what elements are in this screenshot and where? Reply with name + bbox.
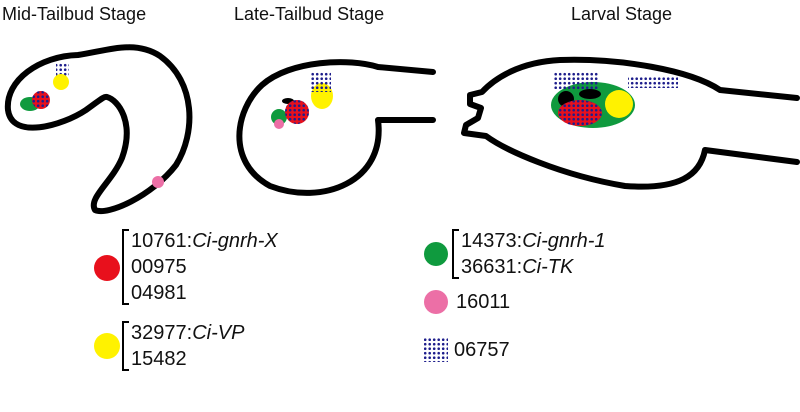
dotted-marker (311, 71, 331, 92)
stage-title-mid-tailbud: Mid-Tailbud Stage (2, 4, 147, 24)
stage-title-larval: Larval Stage (571, 4, 673, 24)
legend-red-circle (94, 255, 120, 281)
bracket (452, 229, 459, 279)
mid-tailbud-embryo-outline (4, 44, 193, 215)
legend-entry: 14373:Ci-gnrh-1 (461, 230, 606, 252)
bracket (122, 229, 129, 305)
black-marker (579, 89, 601, 99)
legend-entry: 36631:Ci-TK (461, 256, 574, 278)
legend-yellow-circle (94, 333, 120, 359)
legend-entry: 15482 (131, 348, 187, 370)
stage-title-late-tailbud: Late-Tailbud Stage (234, 4, 385, 24)
yellow-marker (605, 90, 633, 118)
legend-dotted: 06757 (454, 339, 510, 361)
legend-yellow-group: 32977:Ci-VP 15482 (131, 320, 244, 372)
larva-outline (461, 56, 800, 190)
dotted-marker (56, 63, 69, 76)
legend-pink: 16011 (456, 291, 511, 313)
dotted-marker (628, 76, 678, 88)
legend-entry: 32977:Ci-VP (131, 322, 245, 344)
legend-entry: 10761:Ci-gnrh-X (131, 230, 278, 252)
legend-green-group: 14373:Ci-gnrh-1 36631:Ci-TK (461, 228, 606, 280)
dotted-marker (553, 72, 598, 89)
legend-entry: 04981 (131, 282, 187, 304)
pink-marker (274, 119, 284, 129)
legend-pink-circle (424, 290, 448, 314)
legend-dotted-square (424, 338, 448, 362)
pink-marker (152, 176, 164, 188)
late-tailbud-embryo-outline (236, 59, 436, 196)
yellow-marker (53, 74, 69, 90)
bracket (122, 321, 129, 371)
legend-entry: 00975 (131, 256, 187, 278)
legend-green-circle (424, 242, 448, 266)
legend-red-group: 10761:Ci-gnrh-X 00975 04981 (131, 228, 278, 306)
